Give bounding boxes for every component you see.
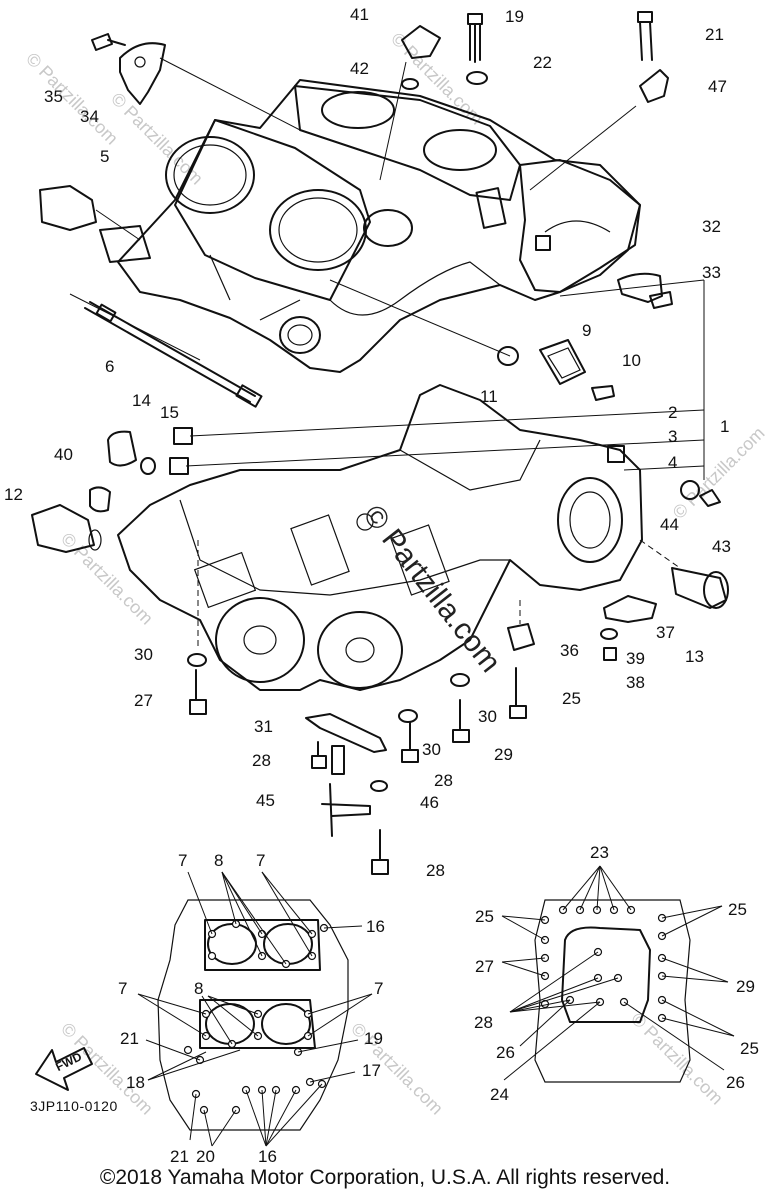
bolt-holes: [183, 919, 329, 1115]
callout-27: 27: [134, 691, 153, 710]
callout-45: 45: [256, 791, 275, 810]
lower-crankcase: [117, 384, 643, 691]
callout-7: 7: [118, 979, 127, 998]
callout-32: 32: [702, 217, 721, 236]
callout-37: 37: [656, 623, 675, 642]
callout-25: 25: [728, 900, 747, 919]
callout-numbers: 41 19 21 42 22 47 35 34 5 32 33 9 6 10 1…: [4, 5, 759, 1166]
callout-25: 25: [562, 689, 581, 708]
callout-11: 11: [480, 387, 498, 406]
callout-35: 35: [44, 87, 63, 106]
watermark-text: © Partzilla.com: [57, 529, 157, 629]
callout-20: 20: [196, 1147, 215, 1166]
callout-42: 42: [350, 59, 369, 78]
callout-13: 13: [685, 647, 704, 666]
callout-15: 15: [160, 403, 179, 422]
callout-19: 19: [364, 1029, 383, 1048]
callout-4: 4: [668, 453, 677, 472]
callout-30: 30: [478, 707, 497, 726]
copyright-notice: ©2018 Yamaha Motor Corporation, U.S.A. A…: [99, 1166, 671, 1189]
watermark-text: © Partzilla.com: [22, 49, 122, 149]
callout-27: 27: [475, 957, 494, 976]
callout-25: 25: [475, 907, 494, 926]
callout-10: 10: [622, 351, 641, 370]
callout-28: 28: [426, 861, 445, 880]
callout-14: 14: [132, 391, 151, 410]
callout-7: 7: [374, 979, 383, 998]
watermark-text: © Partzilla.com: [107, 89, 207, 189]
center-watermark: © Partzilla.com: [356, 499, 506, 679]
callout-46: 46: [420, 793, 439, 812]
callout-9: 9: [582, 321, 591, 340]
callout-34: 34: [80, 107, 99, 126]
callout-30: 30: [134, 645, 153, 664]
callout-3: 3: [668, 427, 677, 446]
callout-18: 18: [126, 1073, 145, 1092]
callout-28: 28: [474, 1013, 493, 1032]
callout-7: 7: [256, 851, 265, 870]
callout-5: 5: [100, 147, 109, 166]
leader-lines: [137, 871, 373, 1147]
callout-26: 26: [496, 1043, 515, 1062]
callout-17: 17: [362, 1061, 381, 1080]
callout-40: 40: [54, 445, 73, 464]
assembly-lines: [69, 57, 705, 650]
callout-2: 2: [668, 403, 677, 422]
callout-44: 44: [660, 515, 679, 534]
callout-47: 47: [708, 77, 727, 96]
leader-lines: [501, 865, 735, 1081]
callout-36: 36: [560, 641, 579, 660]
watermark-text: © Partzilla.com: [627, 1009, 727, 1109]
callout-6: 6: [105, 357, 114, 376]
callout-33: 33: [702, 263, 721, 282]
callout-21: 21: [120, 1029, 139, 1048]
callout-16: 16: [366, 917, 385, 936]
left-bolt-pattern-view: FWD: [35, 871, 373, 1147]
callout-12: 12: [4, 485, 23, 504]
callout-16: 16: [258, 1147, 277, 1166]
callout-26: 26: [726, 1073, 745, 1092]
callout-43: 43: [712, 537, 731, 556]
callout-31: 31: [254, 717, 273, 736]
callout-1: 1: [720, 417, 729, 436]
upper-crankcase: [117, 79, 641, 373]
callout-41: 41: [350, 5, 369, 24]
callout-28: 28: [434, 771, 453, 790]
callout-38: 38: [626, 673, 645, 692]
callout-30: 30: [422, 740, 441, 759]
callout-7: 7: [178, 851, 187, 870]
watermark-text: © Partzilla.com: [669, 423, 769, 523]
callout-19: 19: [505, 7, 524, 26]
diagram-code: 3JP110-0120: [30, 1098, 118, 1114]
callout-8: 8: [194, 979, 203, 998]
callout-29: 29: [494, 745, 513, 764]
callout-8: 8: [214, 851, 223, 870]
callout-39: 39: [626, 649, 645, 668]
callout-28: 28: [252, 751, 271, 770]
callout-22: 22: [533, 53, 552, 72]
callout-25: 25: [740, 1039, 759, 1058]
right-bolt-pattern-view: [501, 865, 735, 1083]
callout-24: 24: [490, 1085, 509, 1104]
callout-21: 21: [705, 25, 724, 44]
callout-21: 21: [170, 1147, 189, 1166]
small-parts: [31, 11, 729, 875]
callout-29: 29: [736, 977, 755, 996]
callout-23: 23: [590, 843, 609, 862]
